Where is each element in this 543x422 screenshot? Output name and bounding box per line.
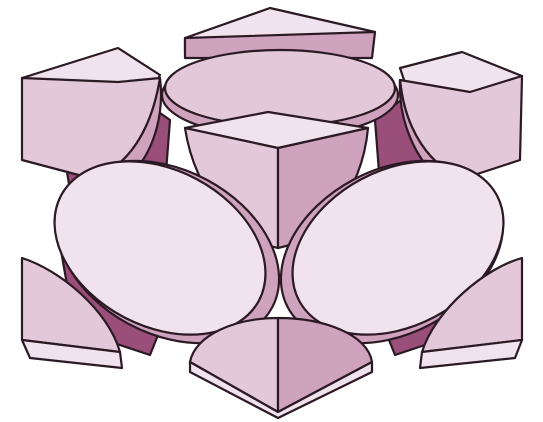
atom-bottom-front-corner <box>190 318 372 418</box>
